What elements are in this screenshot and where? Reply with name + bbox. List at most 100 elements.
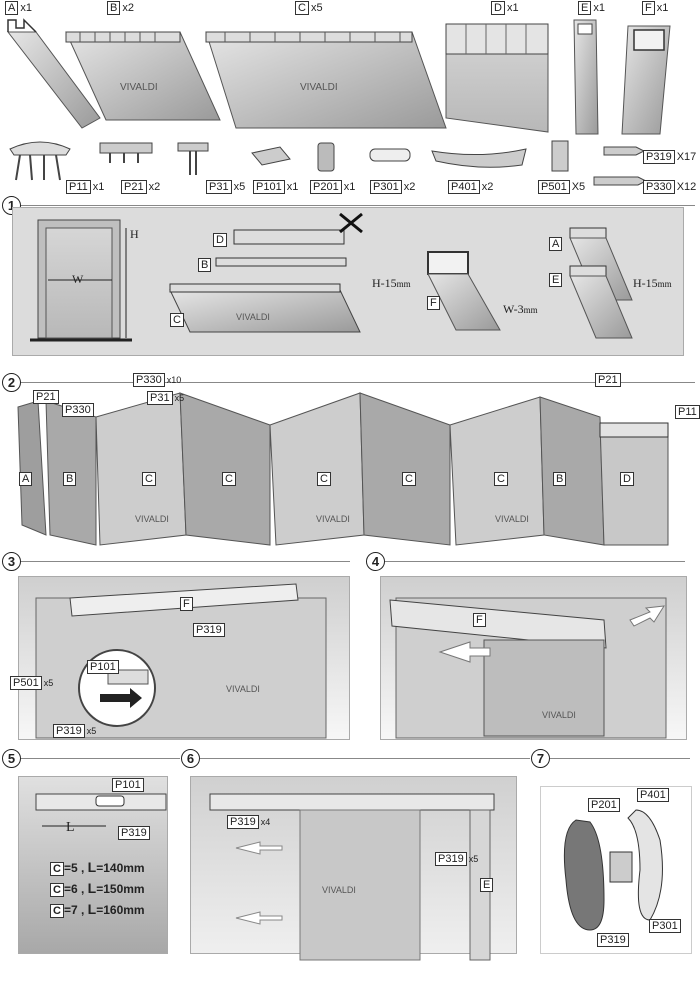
part-code: D (491, 1, 505, 15)
legend-value: =160mm (96, 903, 145, 917)
part-code: P501 (10, 676, 42, 690)
part-qty: X17 (676, 151, 697, 163)
step5-p101-label: P101 (112, 778, 144, 792)
step7-p319-label: P319 (597, 933, 629, 947)
part-qty: x1 (343, 181, 356, 193)
cut-value: H-15 (633, 276, 658, 290)
part-qty: x10 (166, 375, 182, 385)
width-label: W (72, 272, 84, 286)
step2-panel-label: D (620, 472, 634, 486)
part-code: P31 (206, 180, 232, 194)
step-number: 6 (181, 749, 200, 768)
step5-7-illustration (35, 793, 663, 961)
cut-unit: mm (657, 279, 672, 289)
part-code: P319 (118, 826, 150, 840)
step3-p101-label: P101 (87, 660, 119, 674)
part-qty: x5 (43, 678, 54, 688)
legend-row: C=7 , L=160mm (50, 899, 145, 920)
part-qty: x5 (86, 726, 97, 736)
part-code: C (50, 883, 64, 897)
step3-4-illustration (35, 583, 667, 739)
step-number: 2 (2, 373, 21, 392)
panel-b-code: B (198, 258, 212, 272)
legend-row: C=6 , L=150mm (50, 878, 145, 899)
legend-row: C=5 , L=140mm (50, 857, 145, 878)
step2-panel-label: C (402, 472, 416, 486)
step6-e-code: E (480, 878, 494, 892)
part-code: P401 (637, 788, 669, 802)
length-label: L (66, 820, 75, 835)
part-code: P101 (253, 180, 285, 194)
legend-l: L (87, 859, 97, 875)
brand-logo-text: VIVALDI (120, 82, 158, 93)
profile-a-code: A (549, 237, 563, 251)
part-code: P319 (597, 933, 629, 947)
part-code: P301 (370, 180, 402, 194)
panel-d-code: D (213, 233, 227, 247)
cut-value: W-3 (503, 302, 524, 316)
panel-c-code: C (170, 313, 184, 327)
legend-count: =7 , (63, 903, 85, 917)
divider (550, 758, 690, 759)
step-number: 3 (2, 552, 21, 571)
cut-height2-label: H-15mm (633, 276, 672, 291)
divider (385, 561, 685, 562)
brand-logo-text: VIVALDI (135, 514, 169, 524)
step-number: 5 (2, 749, 21, 768)
step-number: 4 (366, 552, 385, 571)
part-code: P330 (643, 180, 675, 194)
part-code: P319 (227, 815, 259, 829)
part-qty: X12 (676, 181, 697, 193)
part-code: P319 (53, 724, 85, 738)
part-qty: x1 (92, 181, 105, 193)
part-code: P330 (62, 403, 94, 417)
part-code: P319 (193, 623, 225, 637)
part-qty: x5 (310, 2, 323, 14)
step3-f-code: F (180, 597, 193, 611)
part-e-label: E x1 (578, 1, 605, 15)
part-qty: x1 (656, 2, 669, 14)
part-a-label: A x1 (5, 1, 32, 15)
step2-panel-label: C (142, 472, 156, 486)
part-f-label: F x1 (642, 1, 668, 15)
part-code: P301 (649, 919, 681, 933)
step2-panel-label: B (553, 472, 567, 486)
legend-count: =6 , (63, 882, 85, 896)
part-code: P201 (588, 798, 620, 812)
legend-l: L (87, 901, 97, 917)
step2-p21b-label: P21 (595, 373, 621, 387)
step2-folded-door (17, 392, 669, 546)
part-code: P319 (435, 852, 467, 866)
step-number: 7 (531, 749, 550, 768)
brand-logo-text: VIVALDI (300, 82, 338, 93)
step2-p21-label: P21 (33, 390, 59, 404)
brand-logo-text: VIVALDI (226, 684, 260, 694)
part-code: C (50, 862, 64, 876)
step7-p401-label: P401 (637, 788, 669, 802)
part-qty: x4 (260, 817, 271, 827)
brand-logo-text: VIVALDI (542, 710, 576, 720)
profile-f-code: F (427, 296, 440, 310)
part-code: P11 (675, 405, 700, 419)
part-code: P31 (147, 391, 173, 405)
part-qty: x2 (481, 181, 494, 193)
cut-width-label: W-3mm (503, 302, 538, 317)
spacing-legend: C=5 , L=140mm C=6 , L=150mm C=7 , L=160m… (50, 857, 145, 920)
part-qty: x1 (593, 2, 605, 14)
part-qty: x5 (468, 854, 479, 864)
part-qty: x5 (174, 393, 185, 403)
legend-value: =140mm (96, 861, 145, 875)
part-code: P21 (595, 373, 621, 387)
brand-logo-text: VIVALDI (236, 312, 270, 322)
part-qty: X5 (571, 181, 586, 193)
part-code: C (50, 904, 64, 918)
